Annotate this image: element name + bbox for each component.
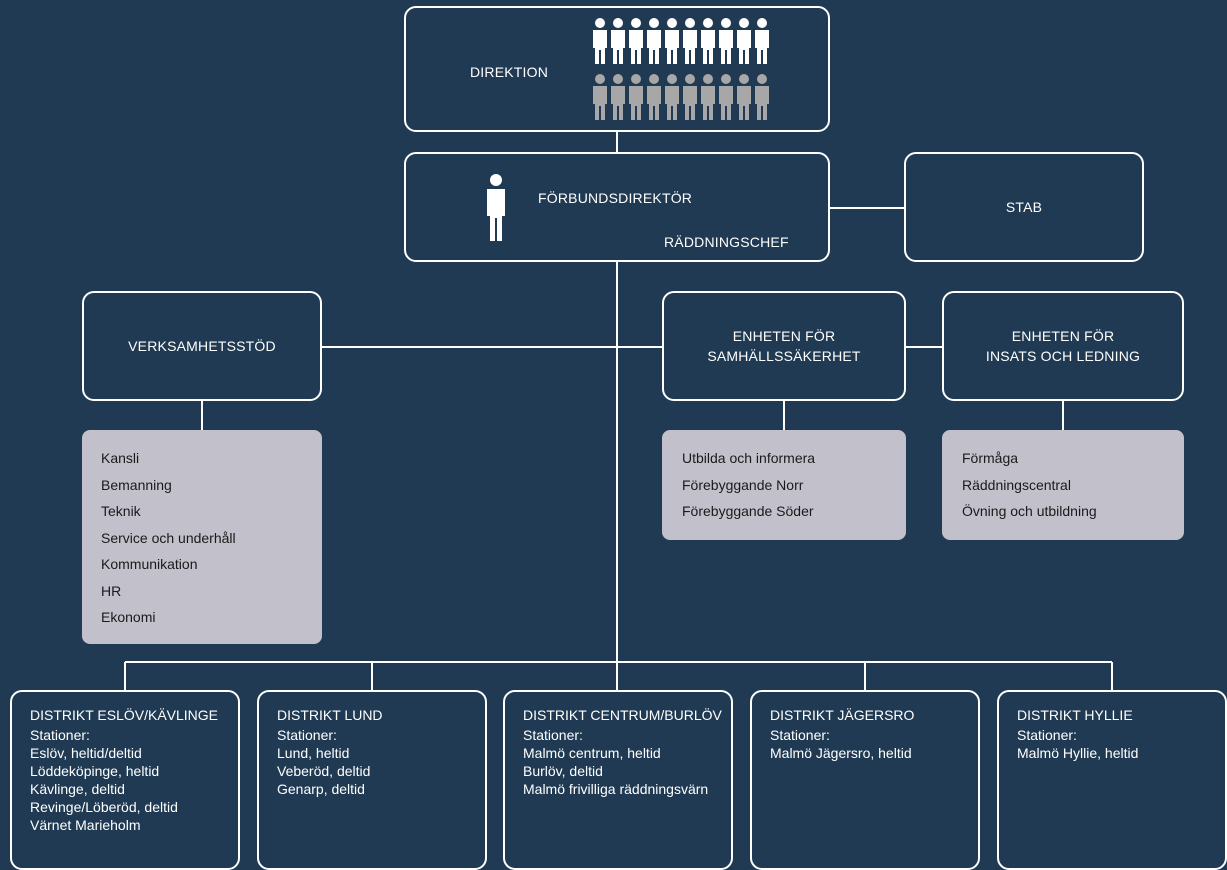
- member-figure: [683, 74, 697, 120]
- station-item: Revinge/Löberöd, deltid: [30, 799, 178, 815]
- verksamhetsstod-title: VERKSAMHETSSTÖD: [128, 338, 276, 354]
- samhallssakerhet-list: Utbilda och informera Förebyggande Norr …: [662, 430, 906, 540]
- district-lund: DISTRIKT LUND Stationer: Lund, heltid Ve…: [257, 690, 487, 870]
- member-figure: [629, 18, 643, 64]
- stab-title: STAB: [1005, 199, 1043, 215]
- insats-title-line1: ENHETEN FÖR: [1011, 328, 1115, 344]
- member-figure: [701, 74, 715, 120]
- member-figure: [611, 74, 625, 120]
- station-item: Värnet Marieholm: [30, 817, 141, 833]
- samhallssakerhet-title-line1: ENHETEN FÖR: [732, 328, 836, 344]
- verksamhetsstod-box: VERKSAMHETSSTÖD: [82, 291, 322, 401]
- list-item: HR: [101, 582, 122, 599]
- member-figure: [719, 74, 733, 120]
- stations-label: Stationer:: [523, 727, 583, 743]
- member-figure: [647, 74, 661, 120]
- station-item: Kävlinge, deltid: [30, 781, 125, 797]
- district-title: DISTRIKT HYLLIE: [1017, 707, 1133, 723]
- district-title: DISTRIKT JÄGERSRO: [770, 707, 915, 723]
- list-item: Ekonomi: [101, 609, 156, 625]
- member-figure: [593, 18, 607, 64]
- list-item: Kommunikation: [101, 556, 198, 572]
- member-figure: [647, 18, 661, 64]
- station-item: Veberöd, deltid: [277, 763, 371, 779]
- station-item: Burlöv, deltid: [523, 763, 603, 779]
- list-item: Bemanning: [101, 476, 172, 493]
- district-title: DISTRIKT CENTRUM/BURLÖV: [523, 707, 722, 723]
- insats-title-line2: INSATS OCH LEDNING: [985, 348, 1141, 364]
- member-figure: [755, 74, 769, 120]
- list-item: Förebyggande Norr: [682, 476, 804, 493]
- station-item: Malmö centrum, heltid: [523, 745, 661, 761]
- list-item: Kansli: [101, 450, 140, 466]
- station-item: Lund, heltid: [277, 745, 350, 761]
- direktion-title: DIREKTION: [470, 64, 549, 80]
- stations-label: Stationer:: [770, 727, 830, 743]
- list-item: Service och underhåll: [101, 529, 236, 546]
- member-figure: [593, 74, 607, 120]
- person-icon: [487, 174, 505, 241]
- list-item: Utbilda och informera: [682, 450, 816, 466]
- insats-list: Förmåga Räddningscentral Övning och utbi…: [942, 430, 1184, 540]
- station-item: Eslöv, heltid/deltid: [30, 745, 142, 761]
- district-hyllie: DISTRIKT HYLLIE Stationer: Malmö Hyllie,…: [997, 690, 1227, 870]
- list-item: Övning och utbildning: [962, 503, 1097, 519]
- verksamhetsstod-list: Kansli Bemanning Teknik Service och unde…: [82, 430, 322, 644]
- list-item: Teknik: [101, 503, 141, 519]
- samhallssakerhet-box: ENHETEN FÖR SAMHÄLLSSÄKERHET: [662, 291, 906, 401]
- direktion-members-icon: [592, 18, 772, 122]
- station-item: Genarp, deltid: [277, 781, 365, 797]
- member-figure: [701, 18, 715, 64]
- member-figure: [683, 18, 697, 64]
- samhallssakerhet-title-line2: SAMHÄLLSSÄKERHET: [707, 348, 861, 364]
- district-jagersro: DISTRIKT JÄGERSRO Stationer: Malmö Jäger…: [750, 690, 980, 870]
- direktion-box: DIREKTION: [404, 6, 830, 132]
- district-title: DISTRIKT ESLÖV/KÄVLINGE: [30, 707, 219, 723]
- district-eslov-kavlinge: DISTRIKT ESLÖV/KÄVLINGE Stationer: Eslöv…: [10, 690, 240, 870]
- member-figure: [755, 18, 769, 64]
- list-item: Räddningscentral: [962, 476, 1071, 493]
- stations-label: Stationer:: [277, 727, 337, 743]
- forbundsdirektor-box: FÖRBUNDSDIREKTÖR RÄDDNINGSCHEF: [404, 152, 830, 262]
- member-figure: [665, 18, 679, 64]
- list-item: Förmåga: [962, 450, 1019, 466]
- district-title: DISTRIKT LUND: [277, 707, 383, 723]
- station-item: Löddeköpinge, heltid: [30, 763, 160, 779]
- stab-box: STAB: [904, 152, 1144, 262]
- member-figure: [665, 74, 679, 120]
- stations-label: Stationer:: [1017, 727, 1077, 743]
- member-figure: [737, 74, 751, 120]
- list-item: Förebyggande Söder: [682, 503, 814, 519]
- member-figure: [629, 74, 643, 120]
- member-figure: [611, 18, 625, 64]
- stations-label: Stationer:: [30, 727, 90, 743]
- member-figure: [737, 18, 751, 64]
- district-centrum-burlov: DISTRIKT CENTRUM/BURLÖV Stationer: Malmö…: [503, 690, 733, 870]
- forbundsdirektor-title: FÖRBUNDSDIREKTÖR: [538, 190, 693, 206]
- station-item: Malmö Jägersro, heltid: [770, 745, 912, 761]
- insats-box: ENHETEN FÖR INSATS OCH LEDNING: [942, 291, 1184, 401]
- station-item: Malmö Hyllie, heltid: [1017, 745, 1139, 761]
- station-item: Malmö frivilliga räddningsvärn: [523, 781, 709, 797]
- member-figure: [719, 18, 733, 64]
- forbundsdirektor-subtitle: RÄDDNINGSCHEF: [664, 234, 789, 250]
